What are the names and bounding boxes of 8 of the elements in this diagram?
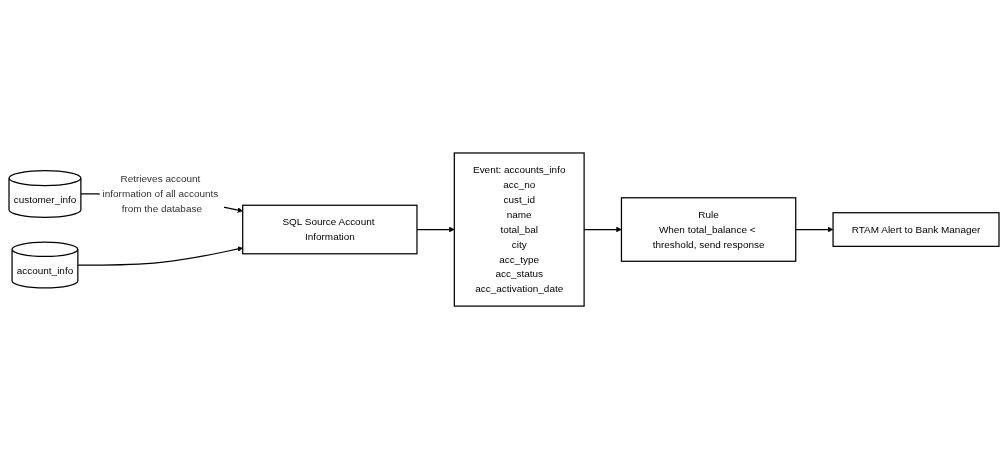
node-box: Event: accounts_info acc_no cust_id name total_bal city acc_type acc_status acc_activation_date	[453, 152, 585, 308]
node-box: SQL Source Account Information	[242, 205, 418, 255]
node-box: Rule When total_balance < threshold, send response	[620, 197, 797, 263]
node-box: RTAM Alert to Bank Manager	[832, 212, 1000, 248]
edge-label: Retrieves account information of all accounts from the database	[102, 173, 219, 215]
arrow	[416, 227, 455, 233]
arrow	[77, 246, 243, 267]
arrow	[795, 227, 834, 233]
